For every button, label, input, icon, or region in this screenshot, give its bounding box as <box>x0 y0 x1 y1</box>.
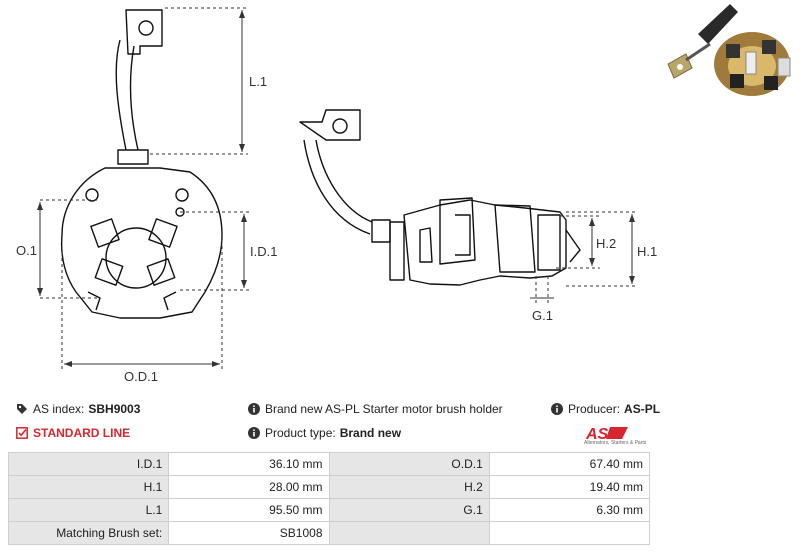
terminal-tab-left <box>125 9 163 55</box>
standard-line-label: STANDARD LINE <box>33 426 131 440</box>
brush-holder-body-left <box>60 167 223 319</box>
spec-label: O.D.1 <box>328 452 490 476</box>
spec-value: 95.50 mm <box>168 498 330 522</box>
spec-label: L.1 <box>7 498 170 522</box>
brush-holder-body-right <box>403 199 567 286</box>
as-index-value: SBH9003 <box>88 402 141 416</box>
spec-value <box>488 521 651 545</box>
dim-label-h1: H.1 <box>637 244 657 259</box>
dim-label-o1: O.1 <box>16 243 37 258</box>
logo-tagline: Alternators, Starters & Parts <box>584 440 647 446</box>
spec-value: 67.40 mm <box>488 452 651 476</box>
spec-table: I.D.1 36.10 mm O.D.1 67.40 mm H.1 28.00 … <box>7 452 651 545</box>
producer-value: AS-PL <box>624 402 661 416</box>
technical-drawing: L.1 O.1 I.D.1 O.D.1 H.2 H.1 G.1 <box>16 7 657 384</box>
as-index-label: AS index: <box>33 402 85 416</box>
as-pl-logo: AS <box>585 426 628 443</box>
producer-label: Producer: <box>568 402 621 416</box>
spec-value: 6.30 mm <box>488 498 651 522</box>
spec-label: G.1 <box>328 498 490 522</box>
spec-label: H.1 <box>7 475 170 499</box>
spec-label <box>328 521 490 545</box>
product-photo <box>667 4 791 96</box>
spec-value[interactable]: SB1008 <box>168 521 330 545</box>
product-description: Brand new AS-PL Starter motor brush hold… <box>265 402 503 416</box>
dim-label-id1: I.D.1 <box>250 244 277 259</box>
checkbox-icon <box>16 427 28 439</box>
table-row: L.1 95.50 mm G.1 6.30 mm <box>7 498 651 522</box>
product-type-value: Brand new <box>339 426 402 440</box>
info-icon <box>551 403 563 415</box>
info-icon <box>248 403 260 415</box>
table-row: H.1 28.00 mm H.2 19.40 mm <box>7 475 651 499</box>
terminal-tab-right <box>299 109 361 141</box>
spec-value: 28.00 mm <box>168 475 330 499</box>
spec-value: 19.40 mm <box>488 475 651 499</box>
spec-label: I.D.1 <box>7 452 170 476</box>
description-row: Brand new AS-PL Starter motor brush hold… <box>248 402 503 416</box>
spec-label: Matching Brush set: <box>7 521 170 545</box>
product-type-label: Product type: <box>265 426 336 440</box>
dim-label-g1: G.1 <box>532 308 553 323</box>
product-type-row: Product type: Brand new <box>248 426 401 440</box>
as-index-row: AS index: SBH9003 <box>16 402 140 416</box>
dim-label-od1: O.D.1 <box>124 369 158 384</box>
producer-row: Producer: AS-PL <box>551 402 660 416</box>
dim-label-l1: L.1 <box>249 74 267 89</box>
spec-value: 36.10 mm <box>168 452 330 476</box>
svg-text:AS: AS <box>585 426 609 443</box>
standard-line-row: STANDARD LINE <box>16 426 130 440</box>
dim-label-h2: H.2 <box>596 236 616 251</box>
table-row: I.D.1 36.10 mm O.D.1 67.40 mm <box>7 452 651 476</box>
spec-label: H.2 <box>328 475 490 499</box>
table-row: Matching Brush set: SB1008 <box>7 521 651 545</box>
tag-icon <box>17 404 27 414</box>
info-icon <box>248 427 260 439</box>
